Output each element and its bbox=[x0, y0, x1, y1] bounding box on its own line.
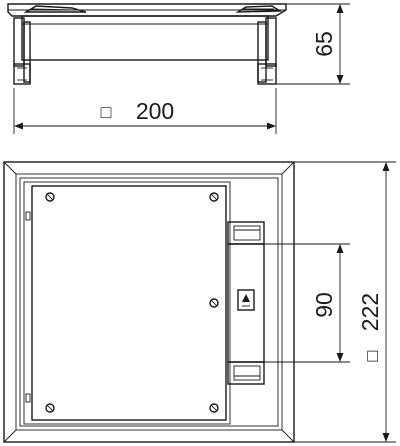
cable-outlet bbox=[227, 243, 265, 363]
dimension-width-label: 200 bbox=[136, 98, 174, 124]
square-symbol-outer: □ bbox=[362, 350, 382, 361]
side-view-right-leg bbox=[257, 17, 277, 85]
dimension-width: □ 200 bbox=[13, 88, 277, 134]
dimension-height: 65 bbox=[276, 3, 350, 85]
dimension-spacing-label: 90 bbox=[311, 292, 337, 318]
top-view-outer-frame bbox=[3, 161, 295, 443]
dimension-outer-label: 222 bbox=[357, 293, 383, 331]
dimension-height-label: 65 bbox=[311, 31, 337, 57]
top-view-cover-plate bbox=[31, 185, 227, 421]
dimension-outer: 222 □ bbox=[294, 161, 396, 443]
side-view-body bbox=[21, 15, 269, 61]
top-view bbox=[3, 161, 295, 443]
side-view bbox=[7, 3, 287, 85]
side-view-right-latch bbox=[235, 5, 283, 13]
side-view-left-leg bbox=[13, 17, 31, 85]
cover-screws bbox=[45, 192, 219, 413]
lower-latch bbox=[227, 361, 265, 385]
upper-latch bbox=[227, 221, 265, 245]
square-symbol: □ bbox=[101, 102, 112, 122]
side-view-left-latch bbox=[23, 5, 87, 13]
dimension-spacing: 90 bbox=[264, 243, 350, 363]
